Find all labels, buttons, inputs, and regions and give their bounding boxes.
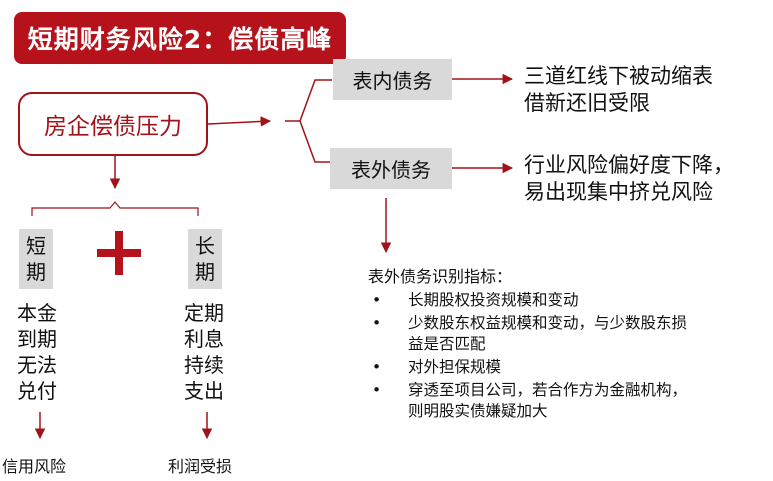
long-term-item: 利息 bbox=[184, 327, 224, 351]
indicator-item: • 长期股权投资规模和变动 bbox=[368, 290, 768, 311]
short-term-item: 本金 bbox=[17, 301, 57, 325]
short-term-item: 无法 bbox=[17, 353, 57, 377]
long-term-label: 长 期 bbox=[188, 229, 222, 289]
short-term-label-char: 短 bbox=[26, 234, 46, 258]
short-term-item: 兑付 bbox=[17, 379, 57, 403]
branch-bracket bbox=[285, 79, 332, 163]
short-term-items: 本金 到期 无法 兑付 bbox=[17, 300, 57, 404]
off-balance-debt-box: 表外债务 bbox=[330, 148, 452, 189]
bullet-icon: • bbox=[372, 358, 382, 376]
plus-icon bbox=[97, 231, 141, 275]
bullet-icon: • bbox=[372, 291, 382, 309]
short-term-label: 短 期 bbox=[19, 229, 53, 289]
indicator-list: • 长期股权投资规模和变动 • 少数股东权益规模和变动，与少数股东损 益是否匹配… bbox=[368, 290, 768, 422]
on-balance-result: 三道红线下被动缩表 借新还旧受限 bbox=[524, 63, 713, 117]
indicator-item: • 穿透至项目公司，若合作方为金融机构， 则明股实债嫌疑加大 bbox=[368, 380, 768, 422]
short-term-outcome: 信用风险 bbox=[2, 457, 67, 476]
off-balance-result-line: 易出现集中挤兑风险 bbox=[524, 180, 713, 204]
indicator-item: • 少数股东权益规模和变动，与少数股东损 益是否匹配 bbox=[368, 313, 768, 355]
bullet-icon: • bbox=[372, 314, 382, 332]
indicator-line: 益是否匹配 bbox=[408, 335, 486, 353]
indicator-heading: 表外债务识别指标： bbox=[368, 267, 513, 286]
indicator-line: 穿透至项目公司，若合作方为金融机构， bbox=[408, 381, 688, 399]
long-term-label-char: 长 bbox=[195, 234, 215, 258]
split-brace bbox=[31, 201, 199, 216]
off-balance-result-line: 行业风险偏好度下降， bbox=[524, 153, 734, 177]
indicator-line: 少数股东权益规模和变动，与少数股东损 bbox=[408, 314, 688, 332]
short-term-item: 到期 bbox=[17, 327, 57, 351]
indicator-panel: 表外债务识别指标： • 长期股权投资规模和变动 • 少数股东权益规模和变动，与少… bbox=[368, 266, 768, 424]
bullet-icon: • bbox=[372, 381, 382, 399]
long-term-item: 持续 bbox=[184, 353, 224, 377]
indicator-item: • 对外担保规模 bbox=[368, 357, 768, 378]
indicator-line: 对外担保规模 bbox=[408, 358, 502, 376]
on-balance-result-line: 借新还旧受限 bbox=[524, 91, 650, 115]
arrow-main-to-branches bbox=[207, 116, 272, 127]
page-title: 短期财务风险2：偿债高峰 bbox=[14, 12, 346, 64]
indicator-line: 长期股权投资规模和变动 bbox=[408, 291, 579, 309]
long-term-label-char: 期 bbox=[195, 260, 215, 284]
on-balance-result-line: 三道红线下被动缩表 bbox=[524, 64, 713, 88]
long-term-item: 定期 bbox=[184, 301, 224, 325]
main-node-repayment-pressure: 房企偿债压力 bbox=[18, 92, 208, 156]
indicator-line: 则明股实债嫌疑加大 bbox=[408, 402, 548, 420]
long-term-outcome: 利润受损 bbox=[168, 457, 233, 476]
off-balance-result: 行业风险偏好度下降， 易出现集中挤兑风险 bbox=[524, 152, 734, 206]
short-term-label-char: 期 bbox=[26, 260, 46, 284]
long-term-item: 支出 bbox=[184, 379, 224, 403]
long-term-items: 定期 利息 持续 支出 bbox=[184, 300, 224, 404]
on-balance-debt-box: 表内债务 bbox=[333, 59, 452, 100]
